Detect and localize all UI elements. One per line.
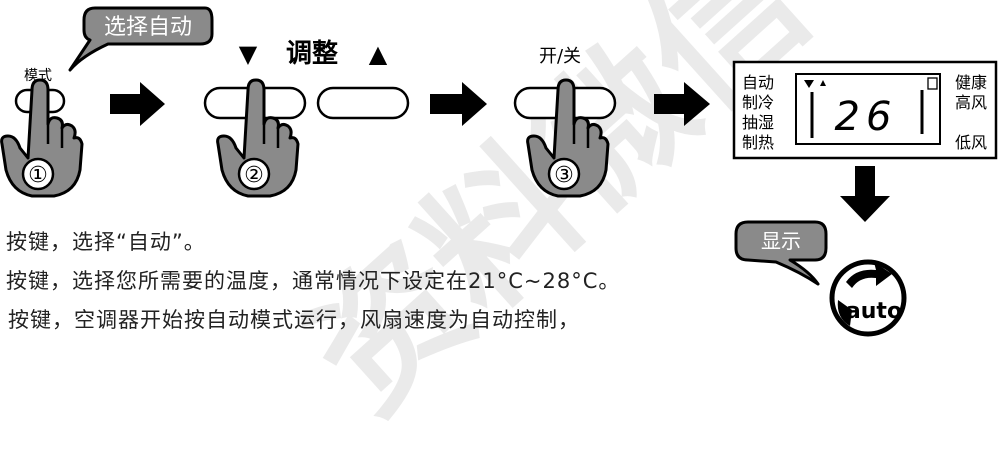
mode-heat: 制热: [742, 133, 774, 152]
arrow-right-icon-2: [430, 82, 487, 126]
mode-cool: 制冷: [742, 93, 774, 112]
power-button-label: 开/关: [539, 46, 581, 67]
display-panel: 自动 制冷 抽湿 制热 26 健康 高风 低风: [732, 60, 998, 160]
arrow-right-icon-3: [654, 82, 710, 126]
instruction-line-3: 按键，空调器开始按自动模式运行，风扇速度为自动控制，: [8, 308, 580, 332]
down-arrow-icon: ▼: [239, 40, 258, 68]
hand-icon-2: ②: [216, 78, 300, 198]
mode-dry: 抽湿: [742, 113, 774, 132]
temperature-readout: 26: [835, 94, 898, 140]
display-callout: 显示: [734, 220, 828, 286]
hand-icon-1: ①: [0, 78, 84, 198]
step-number-3: ③: [554, 163, 574, 188]
down-indicator-icon: [804, 80, 814, 88]
step-number-1: ①: [28, 163, 48, 188]
mode-high-fan: 高风: [955, 93, 987, 112]
temp-up-button[interactable]: [316, 86, 410, 120]
display-callout-text: 显示: [761, 229, 801, 253]
mode-health: 健康: [955, 73, 987, 92]
up-arrow-icon: ▲: [369, 40, 388, 68]
arrow-down-icon: [840, 166, 890, 222]
step-number-2: ②: [244, 163, 264, 188]
step-1-callout: 选择自动: [68, 6, 214, 72]
adjust-label: 调整: [286, 38, 338, 69]
up-indicator-icon: [820, 80, 826, 86]
step-1-callout-text: 选择自动: [104, 15, 192, 40]
instruction-line-1: 按键，选择“自动”。: [6, 230, 206, 254]
auto-label: auto: [846, 299, 902, 324]
instruction-line-2: 按键，选择您所需要的温度，通常情况下设定在21°C~28°C。: [6, 269, 621, 293]
memo-icon: [927, 77, 938, 90]
hand-icon-3: ③: [526, 78, 610, 198]
mode-low-fan: 低风: [955, 133, 987, 152]
arrow-right-icon-1: [110, 82, 165, 126]
diagram-canvas: 选择自动 模式 ① ▼ 调整 ▲ ② 开/关 ③ 自动 制冷 抽湿 制热 2: [0, 6, 998, 337]
auto-icon: auto: [829, 259, 907, 337]
mode-auto: 自动: [742, 73, 774, 92]
